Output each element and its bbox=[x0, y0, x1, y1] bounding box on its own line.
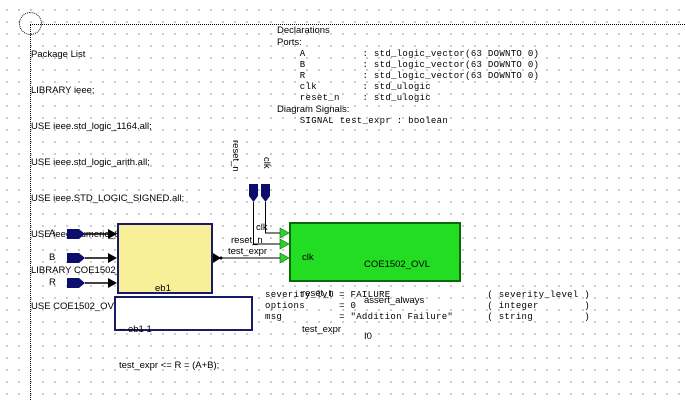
wire-test-expr[interactable] bbox=[213, 252, 290, 264]
package-line: USE ieee.std_logic_1164.all; bbox=[31, 121, 152, 132]
ovl-library: COE1502_OVL bbox=[364, 259, 431, 270]
wire-clk[interactable] bbox=[265, 202, 290, 239]
embedded-block-code[interactable]: -- eb1 1 test_expr <= R = (A+B); bbox=[114, 296, 253, 371]
package-line: LIBRARY ieee; bbox=[31, 85, 95, 96]
frame-top-border bbox=[30, 24, 685, 25]
ovl-block-info: COE1502_OVL assert_always I0 bbox=[364, 235, 430, 355]
ports-label: Ports: bbox=[277, 37, 302, 48]
port-r-icon[interactable] bbox=[67, 278, 85, 288]
declarations[interactable]: Declarations Ports: A : std_logic_vector… bbox=[277, 25, 539, 127]
package-line: USE ieee.STD_LOGIC_SIGNED.all; bbox=[31, 193, 185, 204]
ovl-port-test-expr: test_expr bbox=[302, 324, 342, 335]
port-declaration: B : std_logic_vector(63 DOWNTO 0) bbox=[277, 60, 540, 70]
embedded-block-name: eb1 bbox=[155, 283, 171, 294]
port-declaration: reset_n : std_ulogic bbox=[277, 93, 431, 103]
port-label-r: R bbox=[49, 277, 56, 288]
package-line: LIBRARY COE1502_OVL; bbox=[31, 265, 143, 276]
wire-reset-n[interactable] bbox=[253, 202, 290, 250]
signal-declaration: SIGNAL test_expr : boolean bbox=[277, 116, 449, 126]
signal-label-test-expr: test_expr bbox=[228, 246, 268, 257]
port-label-a: A bbox=[49, 228, 56, 239]
generic-line: msg = "Addition Failure" ( string ) bbox=[265, 312, 590, 322]
package-list-title: Package List bbox=[31, 49, 86, 60]
embedded-block-eb1[interactable] bbox=[117, 223, 213, 294]
wire-a[interactable] bbox=[85, 229, 117, 239]
generic-line: options = 0 ( integer ) bbox=[265, 301, 590, 311]
declarations-title: Declarations bbox=[277, 25, 330, 36]
port-declaration: R : std_logic_vector(63 DOWNTO 0) bbox=[277, 71, 540, 81]
port-declaration: A : std_logic_vector(63 DOWNTO 0) bbox=[277, 49, 540, 59]
frame-left-border bbox=[30, 24, 31, 400]
wire-b[interactable] bbox=[85, 253, 117, 263]
port-clk-icon[interactable] bbox=[261, 184, 270, 202]
ovl-port-labels: clk reset_n test_expr bbox=[302, 228, 341, 348]
port-b-icon[interactable] bbox=[67, 253, 85, 263]
port-label-reset-n: reset_n bbox=[230, 140, 241, 172]
package-line: USE ieee.std_logic_arith.all; bbox=[31, 157, 150, 168]
wire-r[interactable] bbox=[85, 278, 117, 288]
ovl-port-reset-n: reset_n bbox=[302, 288, 334, 299]
port-label-b: B bbox=[49, 252, 56, 263]
diagram-signals-label: Diagram Signals: bbox=[277, 104, 350, 115]
ovl-port-clk: clk bbox=[302, 252, 314, 263]
ovl-entity: assert_always bbox=[364, 295, 425, 306]
ovl-assert-always-block[interactable] bbox=[289, 222, 461, 282]
generic-map[interactable]: severity_lvl = FAILURE ( severity_level … bbox=[265, 290, 590, 323]
port-declaration: clk : std_ulogic bbox=[277, 82, 431, 92]
signal-label-clk: clk bbox=[256, 222, 268, 233]
ovl-instance: I0 bbox=[364, 331, 372, 342]
code-line: -- eb1 1 bbox=[119, 324, 152, 335]
signal-label-reset-n: reset_n bbox=[231, 235, 263, 246]
code-line: test_expr <= R = (A+B); bbox=[119, 360, 220, 371]
port-reset-n-icon[interactable] bbox=[249, 184, 258, 202]
port-a-icon[interactable] bbox=[67, 229, 85, 239]
port-label-clk: clk bbox=[261, 157, 272, 169]
generic-line: severity_lvl = FAILURE ( severity_level … bbox=[265, 290, 590, 300]
